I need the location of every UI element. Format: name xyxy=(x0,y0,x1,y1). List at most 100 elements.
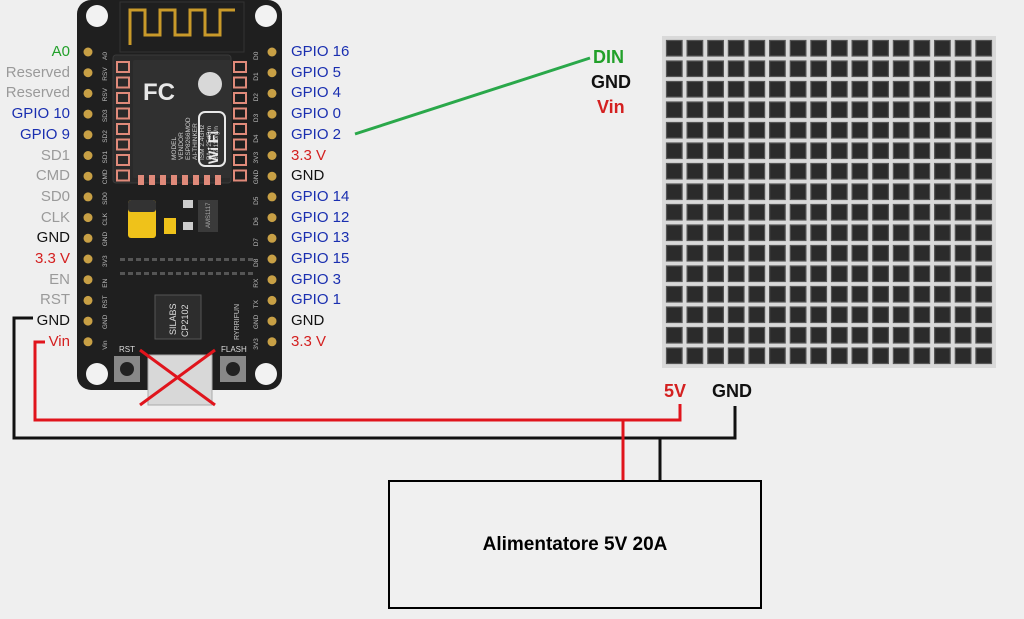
led-cell xyxy=(789,265,807,283)
led-cell xyxy=(954,80,972,98)
led-cell xyxy=(665,80,683,98)
led-cell xyxy=(789,183,807,201)
led-cell xyxy=(913,326,931,344)
led-cell xyxy=(727,203,745,221)
trace-dash xyxy=(208,258,213,261)
led-cell xyxy=(872,224,889,242)
header-pin xyxy=(267,295,277,305)
led-cell xyxy=(851,162,869,180)
led-cell xyxy=(913,347,931,365)
led-cell xyxy=(768,39,786,57)
led-cell xyxy=(851,265,869,283)
led-cell xyxy=(954,306,972,324)
led-cell xyxy=(975,80,993,98)
trace-dash xyxy=(184,258,189,261)
right-pin-label: GPIO 0 xyxy=(291,105,342,123)
left-pin-label: CMD xyxy=(35,167,70,185)
led-cell xyxy=(892,285,910,303)
led-cell xyxy=(954,265,972,283)
matrix-gnd-label: GND xyxy=(591,72,631,92)
brand-label: RYRRIFUN xyxy=(234,304,241,340)
led-cell xyxy=(851,80,869,98)
left-pin-label: Reserved xyxy=(5,63,70,81)
led-cell xyxy=(913,121,931,139)
led-cell xyxy=(748,244,766,262)
led-cell xyxy=(665,285,683,303)
led-cell xyxy=(913,142,931,160)
led-cell xyxy=(810,285,828,303)
led-cell xyxy=(892,162,910,180)
led-cell xyxy=(665,224,683,242)
led-cell xyxy=(768,60,786,78)
module-pad xyxy=(182,175,188,185)
trace-dash xyxy=(240,258,245,261)
led-cell xyxy=(768,101,786,119)
led-cell xyxy=(872,60,889,78)
led-cell xyxy=(707,224,724,242)
led-cell xyxy=(913,224,931,242)
trace-dash xyxy=(232,272,237,275)
led-cell xyxy=(686,60,704,78)
rst-button-label: RST xyxy=(119,345,135,354)
led-cell xyxy=(892,224,910,242)
silk-right-label: D8 xyxy=(253,258,260,267)
left-pin-label: GPIO 9 xyxy=(19,125,70,143)
led-cell xyxy=(851,326,869,344)
led-cell xyxy=(954,101,972,119)
module-text-line: ISM 2.4GHz xyxy=(199,125,206,160)
led-cell xyxy=(872,306,889,324)
trace-dash xyxy=(232,258,237,261)
matrix-vin-label: Vin xyxy=(597,97,625,117)
led-cell xyxy=(830,80,848,98)
header-pin xyxy=(83,192,93,202)
led-cell xyxy=(954,203,972,221)
led-cell xyxy=(686,306,704,324)
header-pin xyxy=(267,151,277,160)
led-cell xyxy=(748,80,766,98)
led-cell xyxy=(768,285,786,303)
led-cell xyxy=(913,60,931,78)
led-cell xyxy=(686,183,704,201)
left-pin-label: SD1 xyxy=(40,146,70,164)
led-cell xyxy=(707,183,724,201)
led-cell xyxy=(707,306,724,324)
module-pad xyxy=(233,92,247,104)
trace-dash xyxy=(144,258,149,261)
led-cell xyxy=(933,326,951,344)
trace-dash xyxy=(136,272,141,275)
led-cell xyxy=(665,183,683,201)
led-cell xyxy=(810,306,828,324)
left-pin-label: CLK xyxy=(40,208,70,226)
header-pin xyxy=(83,233,93,243)
trace-dash xyxy=(208,272,213,275)
silk-left-label: RST xyxy=(102,295,109,308)
chip-label-line1: SILABS xyxy=(168,303,178,335)
led-cell xyxy=(727,265,745,283)
led-cell xyxy=(954,224,972,242)
led-cell xyxy=(686,101,704,119)
led-cell xyxy=(933,101,951,119)
led-cell xyxy=(810,142,828,160)
led-cell xyxy=(975,183,993,201)
led-cell xyxy=(810,121,828,139)
led-cell xyxy=(851,101,869,119)
module-text-line: PA +25dBm xyxy=(206,126,213,160)
trace-dash xyxy=(216,272,221,275)
left-pin-label: A0 xyxy=(51,43,70,60)
smd-part xyxy=(164,218,176,234)
left-pin-label: GPIO 10 xyxy=(11,105,70,123)
led-cell xyxy=(975,347,993,365)
din-label: DIN xyxy=(593,47,624,67)
led-cell xyxy=(810,39,828,57)
led-cell xyxy=(892,80,910,98)
silk-right-label: GND xyxy=(253,314,260,329)
led-cell xyxy=(954,162,972,180)
led-cell xyxy=(954,285,972,303)
silk-right-label: D7 xyxy=(253,238,260,247)
led-cell xyxy=(686,326,704,344)
trace-dash xyxy=(224,272,229,275)
led-cell xyxy=(851,142,869,160)
silk-left-label: CLK xyxy=(102,212,109,225)
